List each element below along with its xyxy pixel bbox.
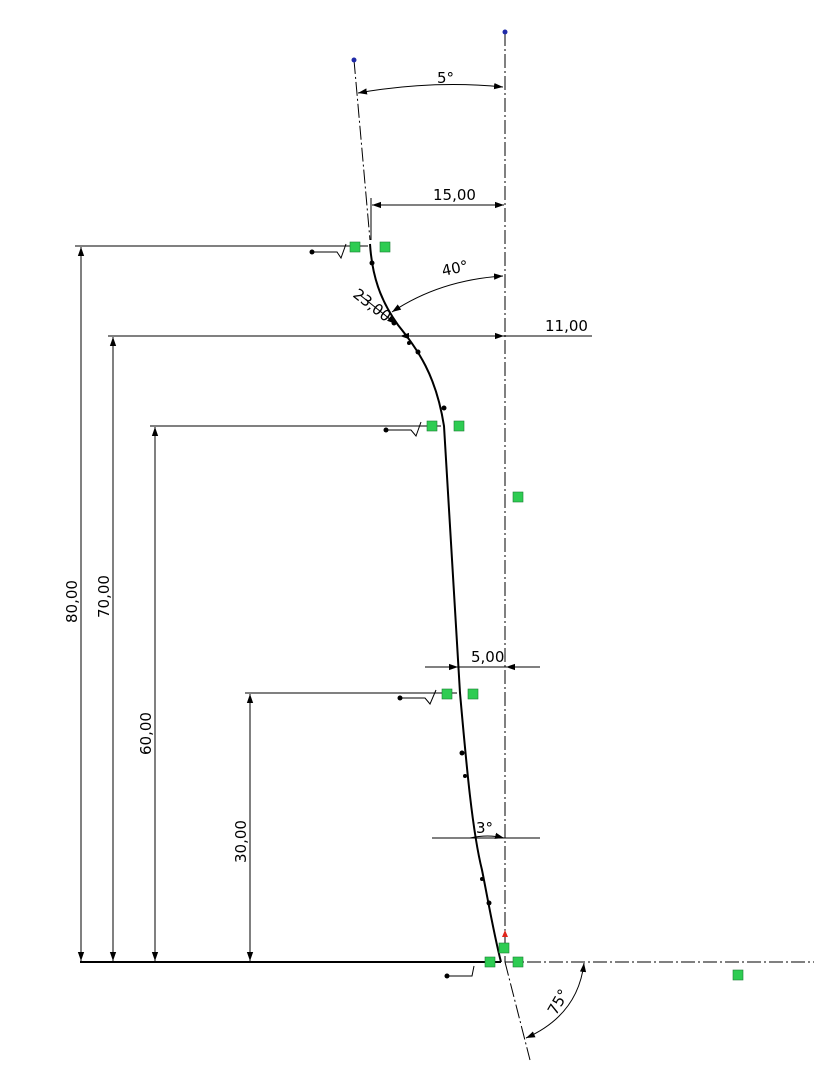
radius-dimension-23[interactable]: 23,00: [350, 285, 395, 326]
endpoint-top-construction[interactable]: [351, 57, 357, 63]
inclined-construction-line-top[interactable]: [353, 59, 371, 241]
angle-arc-40[interactable]: [391, 273, 504, 313]
inclined-construction-line-bottom[interactable]: [504, 961, 531, 1061]
angle-arc-3[interactable]: [469, 832, 505, 839]
height-dimension-60[interactable]: 60,00: [137, 712, 155, 755]
relation-leader-30: [400, 689, 437, 705]
tangent-relation-icon[interactable]: [453, 420, 465, 432]
width-dimension-5[interactable]: 5,00: [471, 648, 504, 666]
horizontal-relation-icon[interactable]: [512, 956, 524, 968]
profile-curve[interactable]: [369, 243, 502, 963]
vertical-relation-icon[interactable]: [512, 491, 524, 503]
angle-dimension-75[interactable]: 75°: [544, 986, 573, 1018]
horizontal-relation-icon[interactable]: [732, 969, 744, 981]
vertical-relation-icon[interactable]: [379, 241, 391, 253]
height-dimension-70[interactable]: 70,00: [95, 575, 113, 618]
angle-arc-5[interactable]: [357, 82, 504, 95]
tangent-relation-icon[interactable]: [467, 688, 479, 700]
endpoint-top-centerline[interactable]: [502, 29, 508, 35]
angle-dimension-40[interactable]: 40°: [440, 257, 470, 280]
relation-leader-60: [386, 421, 422, 437]
relation-markers: [349, 241, 744, 981]
height-dimension-30[interactable]: 30,00: [232, 820, 250, 863]
width-dimension-11[interactable]: 11,00: [545, 317, 588, 335]
height-dimension-80[interactable]: 80,00: [63, 580, 81, 623]
angle-arc-75[interactable]: [525, 962, 587, 1039]
relation-leader-top: [312, 243, 347, 260]
radius-leader[interactable]: [359, 294, 397, 325]
vertical-relation-icon[interactable]: [426, 420, 438, 432]
coincident-relation-icon[interactable]: [441, 688, 453, 700]
tangent-relation-icon[interactable]: [484, 956, 496, 968]
angle-dimension-5[interactable]: 5°: [437, 69, 454, 87]
tangent-relation-icon[interactable]: [349, 241, 361, 253]
origin-marker[interactable]: [502, 930, 508, 937]
curve-points: [369, 260, 492, 906]
relation-leader-bottom: [447, 965, 475, 977]
coincident-relation-icon[interactable]: [498, 942, 510, 954]
width-dimension-15[interactable]: 15,00: [433, 186, 476, 204]
angle-dimension-3[interactable]: 3°: [476, 819, 493, 837]
